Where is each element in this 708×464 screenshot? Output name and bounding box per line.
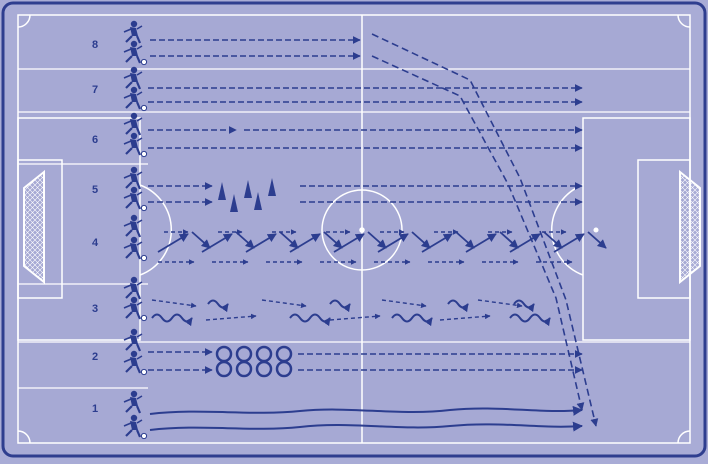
drill-runs — [148, 33, 599, 432]
player-icon — [123, 166, 143, 190]
player-icon — [123, 132, 148, 158]
pass-arrow — [553, 233, 585, 253]
hoop — [235, 360, 253, 378]
dribble-squiggle — [447, 299, 469, 313]
dribble-squiggle — [509, 313, 551, 327]
cone — [230, 194, 238, 212]
pitch-surface — [17, 14, 691, 444]
dribble-squiggle — [391, 313, 433, 327]
player-icon — [123, 276, 143, 300]
dribble-path — [149, 421, 583, 432]
dribble-squiggle — [207, 299, 229, 313]
ball — [140, 254, 148, 262]
ball — [140, 204, 148, 212]
ball — [140, 150, 148, 158]
hoop — [275, 360, 293, 378]
generated-drill-elements — [151, 178, 607, 378]
pass-arrow — [279, 231, 299, 249]
cone — [218, 182, 226, 200]
ball — [140, 368, 148, 376]
lane-number: 4 — [92, 237, 99, 249]
pass-arrow — [421, 233, 453, 253]
run-arrow — [329, 313, 381, 321]
cone — [244, 180, 252, 198]
pass-arrow — [377, 233, 409, 253]
pass-arrow — [245, 233, 277, 253]
dribble-squiggle — [151, 313, 193, 327]
dribble-squiggle — [329, 299, 351, 313]
player-icon — [123, 86, 148, 112]
lane-number: 3 — [92, 303, 98, 315]
pass-arrow — [157, 233, 189, 253]
ball — [140, 432, 148, 440]
pass-arrow — [455, 231, 475, 249]
pass-arrow — [499, 231, 519, 249]
dribble-path — [149, 405, 583, 416]
players — [123, 20, 148, 440]
lane-number: 5 — [92, 184, 98, 196]
pass-arrow — [587, 231, 607, 249]
cone — [268, 178, 276, 196]
player-icon — [123, 390, 143, 414]
pass-arrow — [191, 231, 211, 249]
ball — [140, 104, 148, 112]
lane-number: 6 — [92, 134, 98, 146]
lane-number: 7 — [92, 84, 98, 96]
run-arrow — [477, 299, 523, 309]
pass-arrow — [465, 233, 497, 253]
pass-arrow — [289, 233, 321, 253]
pass-arrow — [367, 231, 387, 249]
pass-arrow — [509, 233, 541, 253]
run-arrow — [381, 299, 427, 309]
lane-number: 8 — [92, 39, 98, 51]
left-goal — [23, 169, 45, 285]
player-icon — [123, 414, 148, 440]
player-icon — [123, 112, 143, 136]
lane-numbers: 8 7 6 5 4 3 2 1 — [92, 39, 99, 415]
hoop — [255, 360, 273, 378]
pass-arrow — [201, 233, 233, 253]
overlap-run — [371, 55, 585, 411]
lane-dividers — [18, 68, 690, 389]
dribble-squiggle — [513, 299, 535, 313]
run-arrow — [261, 299, 307, 309]
player-icon — [123, 236, 148, 262]
player-icon — [123, 296, 148, 322]
hoop — [215, 360, 233, 378]
right-goal — [679, 169, 701, 285]
player-icon — [123, 20, 143, 44]
overlap-run — [371, 33, 599, 427]
player-icon — [123, 328, 143, 352]
run-arrow — [205, 313, 257, 321]
player-icon — [123, 214, 143, 238]
pass-arrow — [543, 231, 563, 249]
player-icon — [123, 40, 148, 66]
player-icon — [123, 350, 148, 376]
run-arrow — [439, 313, 491, 321]
dribble-squiggle — [289, 313, 331, 327]
ball — [140, 314, 148, 322]
lane-number: 2 — [92, 351, 98, 363]
lane-number: 1 — [92, 403, 98, 415]
player-icon — [123, 66, 143, 90]
pass-arrow — [323, 231, 343, 249]
player-icon — [123, 186, 148, 212]
cone — [254, 192, 262, 210]
ball — [140, 58, 148, 66]
pass-arrow — [411, 231, 431, 249]
run-arrow — [151, 299, 197, 309]
pass-arrow — [333, 233, 365, 253]
